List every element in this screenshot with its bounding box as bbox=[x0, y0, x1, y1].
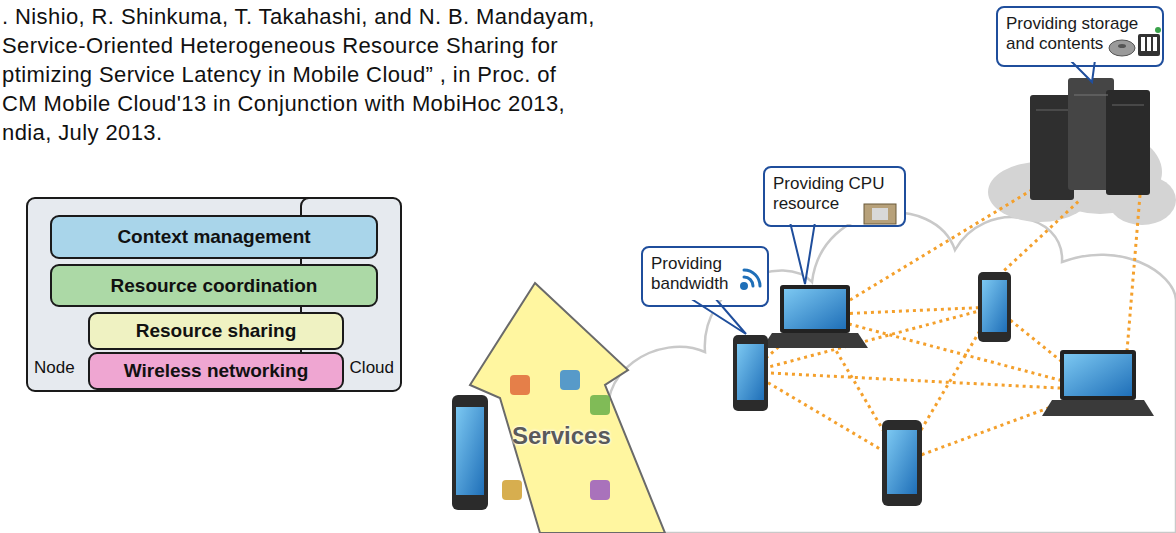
reference-text: . Nishio, R. Shinkuma, T. Takahashi, and… bbox=[2, 4, 595, 30]
arrow-shape bbox=[440, 280, 680, 533]
layer-name: Cloud bbox=[308, 358, 394, 378]
reference-text: Service-Oriented Heterogeneous Resource … bbox=[2, 33, 558, 59]
callout-background bbox=[641, 6, 1164, 334]
box-label: Wireless networking bbox=[124, 360, 309, 382]
callout-text: Providing storage and contents bbox=[1006, 14, 1154, 55]
cpu-icon bbox=[864, 204, 896, 224]
layer-box: Context management bbox=[50, 215, 378, 259]
services-arrow: Services bbox=[440, 280, 680, 533]
wifi-icon bbox=[742, 270, 761, 289]
server-racks bbox=[1030, 78, 1150, 200]
callout-box: Providing CPU resource bbox=[763, 166, 906, 227]
box-label: Resource sharing bbox=[136, 320, 297, 342]
phone-icon bbox=[882, 420, 922, 506]
callout-text: Providing bandwidth bbox=[651, 254, 735, 295]
laptop-icon bbox=[1042, 350, 1154, 416]
phone-icon bbox=[452, 395, 488, 510]
box-label: Services bbox=[512, 422, 611, 450]
layer-box: Resource sharing bbox=[88, 312, 344, 350]
callout-text: Providing CPU resource bbox=[773, 174, 894, 215]
cloud-outline bbox=[571, 212, 1176, 533]
reference-text: CM Mobile Cloud'13 in Conjunction with M… bbox=[2, 91, 565, 117]
phone-icon bbox=[978, 272, 1011, 342]
box-label: Context management bbox=[117, 226, 310, 248]
box-label: Resource coordination bbox=[111, 275, 318, 297]
layer-box: Resource coordination bbox=[50, 264, 378, 307]
laptop-icon bbox=[762, 285, 868, 348]
callout-box: Providing bandwidth bbox=[641, 246, 769, 307]
callout-box: Providing storage and contents bbox=[996, 6, 1164, 67]
layer-box: Wireless networking bbox=[88, 352, 344, 390]
phone-icon bbox=[733, 335, 768, 411]
reference-text: ptimizing Service Latency in Mobile Clou… bbox=[2, 62, 556, 88]
reference-text: ndia, July 2013. bbox=[2, 120, 163, 146]
